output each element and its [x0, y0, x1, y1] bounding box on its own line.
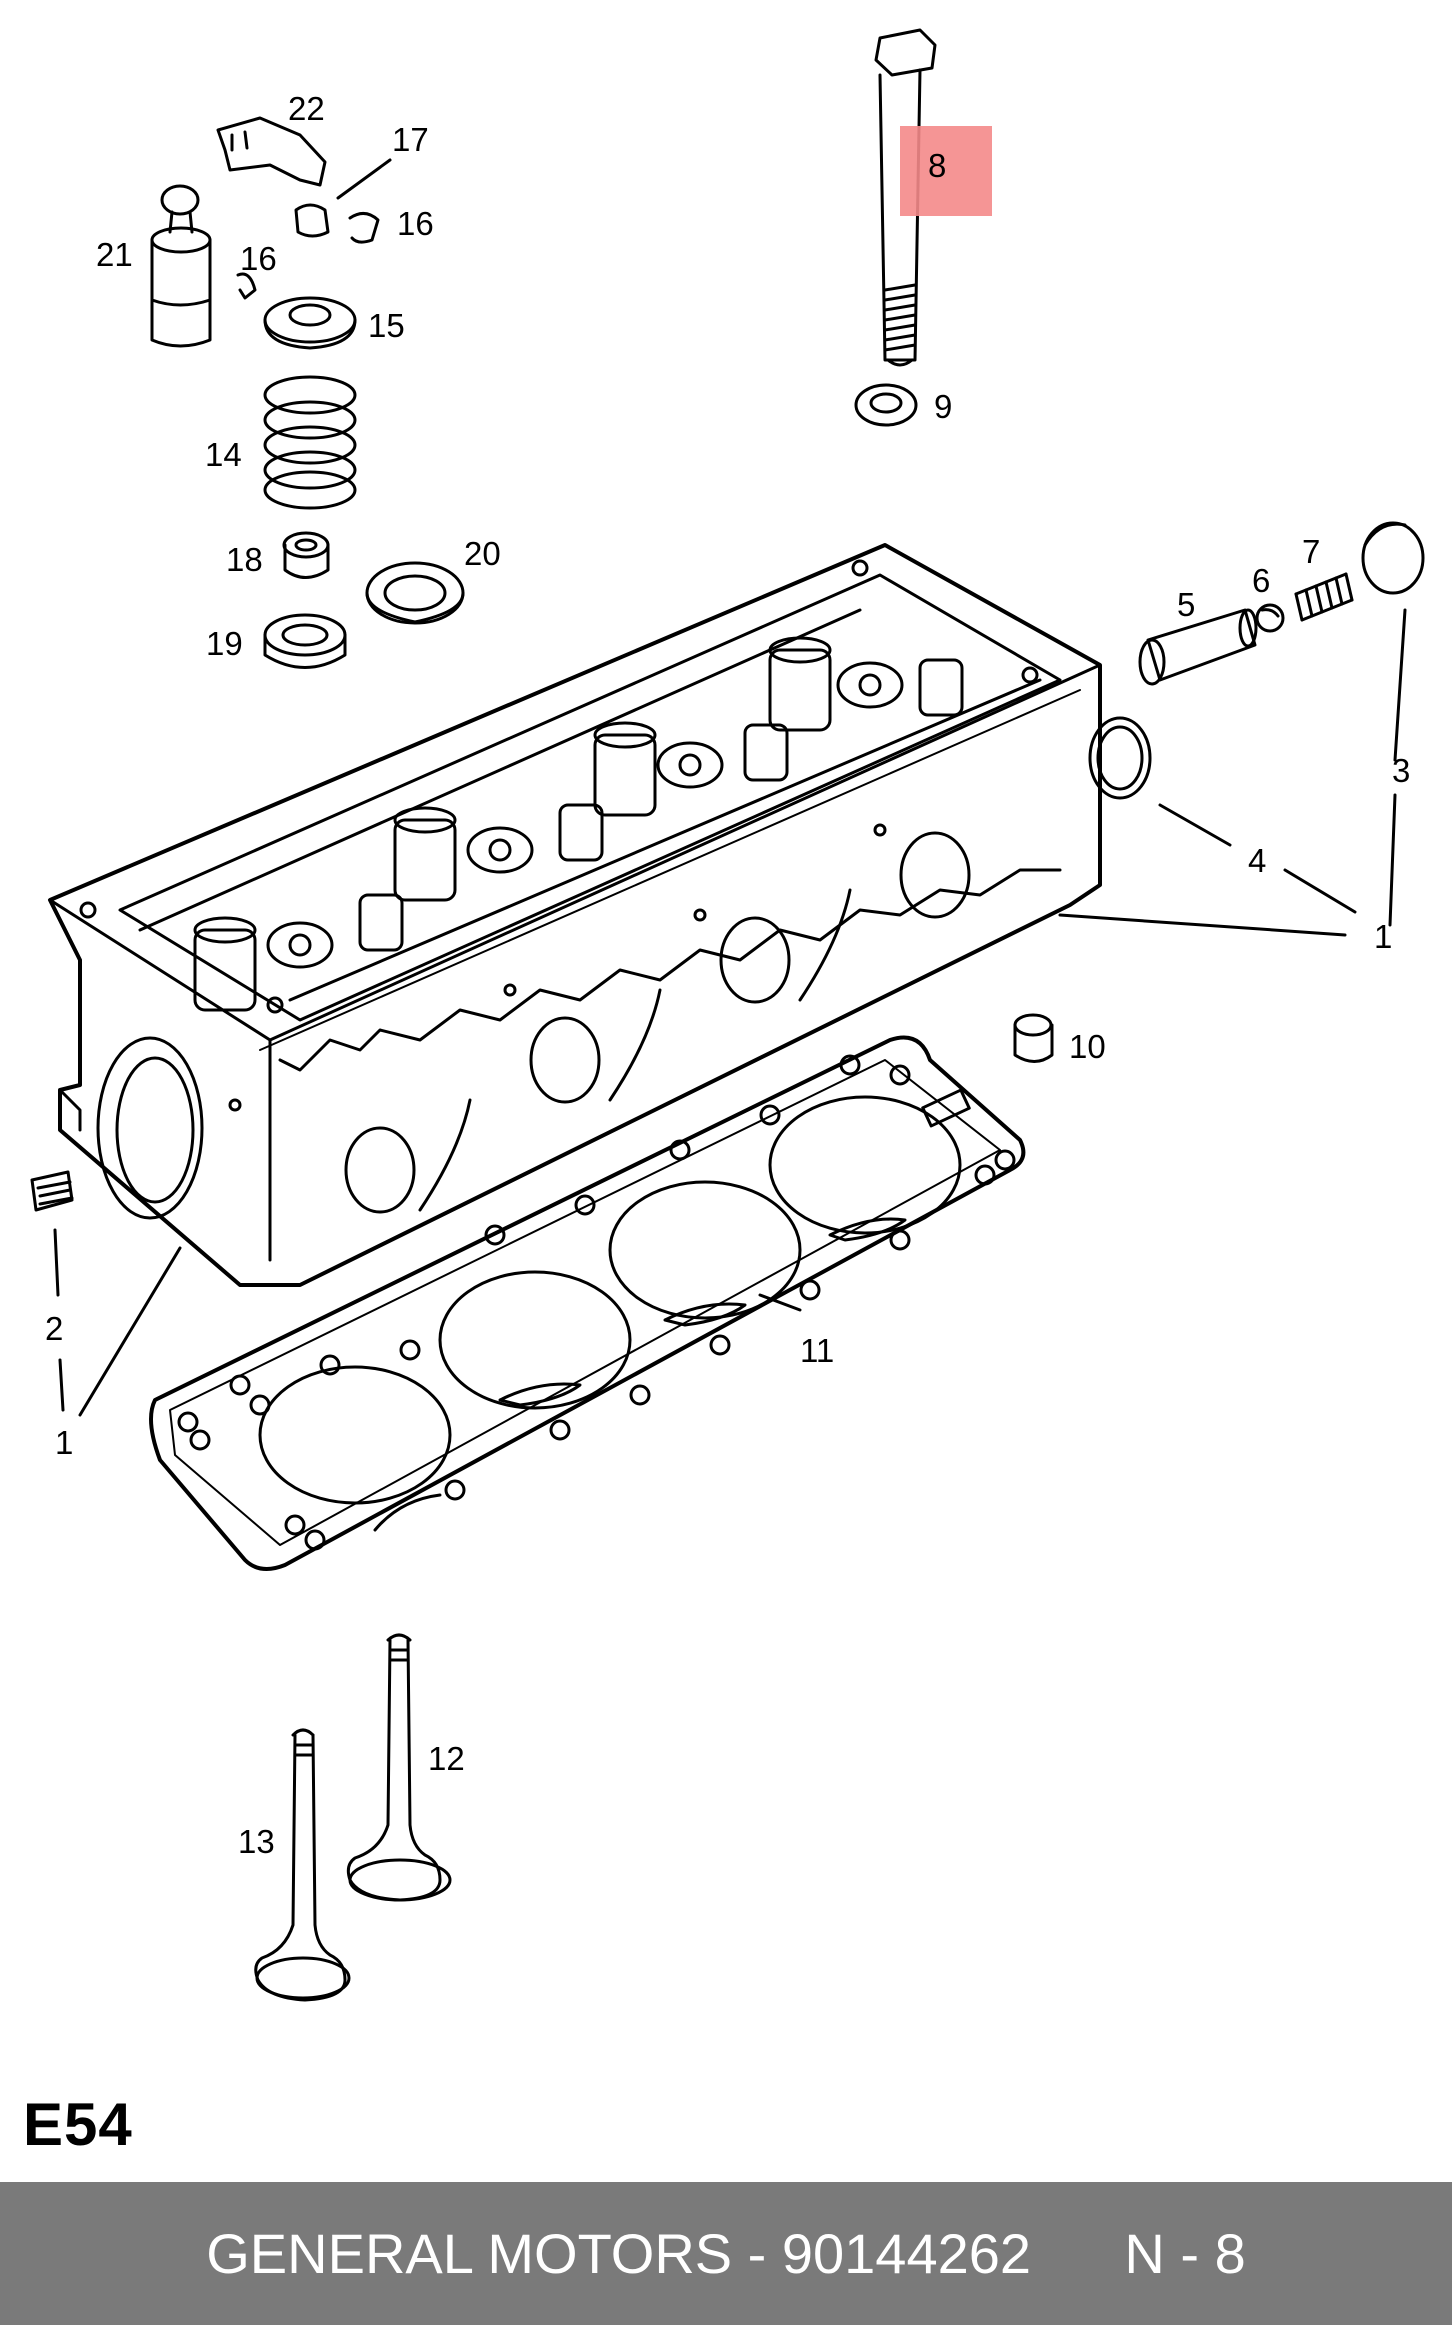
callout-7: 7 [1302, 533, 1320, 570]
part-6-ball [1255, 603, 1285, 633]
part-21-lifter [150, 184, 212, 348]
callout-12: 12 [428, 1740, 465, 1777]
callout-9: 9 [934, 388, 952, 425]
callout-1-right: 1 [1374, 918, 1392, 955]
callout-17: 17 [392, 121, 429, 158]
footer-bar: GENERAL MOTORS - 90144262 N - 8 [0, 2182, 1452, 2325]
callout-1-left: 1 [55, 1424, 73, 1461]
part-14-spring [263, 375, 357, 510]
part-7-spring [1294, 572, 1354, 622]
callout-15: 15 [368, 307, 405, 344]
callout-10: 10 [1069, 1028, 1106, 1065]
part-12-valve [346, 1633, 452, 1902]
part-22-rocker [216, 116, 327, 187]
callout-22: 22 [288, 90, 325, 127]
exploded-parts-diagram: 1 1 2 3 4 5 6 7 8 9 10 11 12 13 14 15 16… [30, 28, 1425, 2002]
part-11-gasket [149, 1035, 1026, 1571]
part-13-valve [254, 1728, 351, 2002]
callout-16-left: 16 [240, 240, 277, 277]
highlight-box-8 [900, 126, 992, 216]
callout-13: 13 [238, 1823, 275, 1860]
callout-19: 19 [206, 625, 243, 662]
part-16-collets [236, 203, 380, 300]
part-18-seal [282, 531, 330, 579]
callout-16-right: 16 [397, 205, 434, 242]
part-4-plug [1088, 716, 1152, 800]
footer-separator: - [732, 2222, 782, 2285]
part-5-bushing [1138, 608, 1258, 686]
callout-4: 4 [1248, 842, 1266, 879]
callout-6: 6 [1252, 562, 1270, 599]
callout-11: 11 [800, 1332, 834, 1369]
footer-brand: GENERAL MOTORS [206, 2222, 733, 2285]
callout-21: 21 [96, 236, 133, 273]
callout-8: 8 [928, 147, 946, 184]
part-20-washer [365, 561, 465, 625]
footer-gap [1031, 2222, 1124, 2285]
callout-3: 3 [1392, 752, 1410, 789]
cylinder-head [48, 543, 1102, 1287]
part-19-seat [263, 613, 347, 669]
part-17-pin [336, 158, 392, 200]
part-15-retainer [263, 296, 357, 350]
footer-text: GENERAL MOTORS - 90144262 N - 8 [206, 2221, 1246, 2286]
footer-part-number: 90144262 [781, 2222, 1032, 2285]
callout-14: 14 [205, 436, 242, 473]
callout-18: 18 [226, 541, 263, 578]
part-10-dowel [1013, 1013, 1054, 1063]
callout-5: 5 [1177, 586, 1195, 623]
footer-position: N - 8 [1124, 2222, 1246, 2285]
callout-2: 2 [45, 1310, 63, 1347]
part-2-plug [30, 1170, 74, 1412]
callout-20: 20 [464, 535, 501, 572]
page-code: E54 [23, 2091, 133, 2158]
part-9-washer [854, 383, 918, 427]
